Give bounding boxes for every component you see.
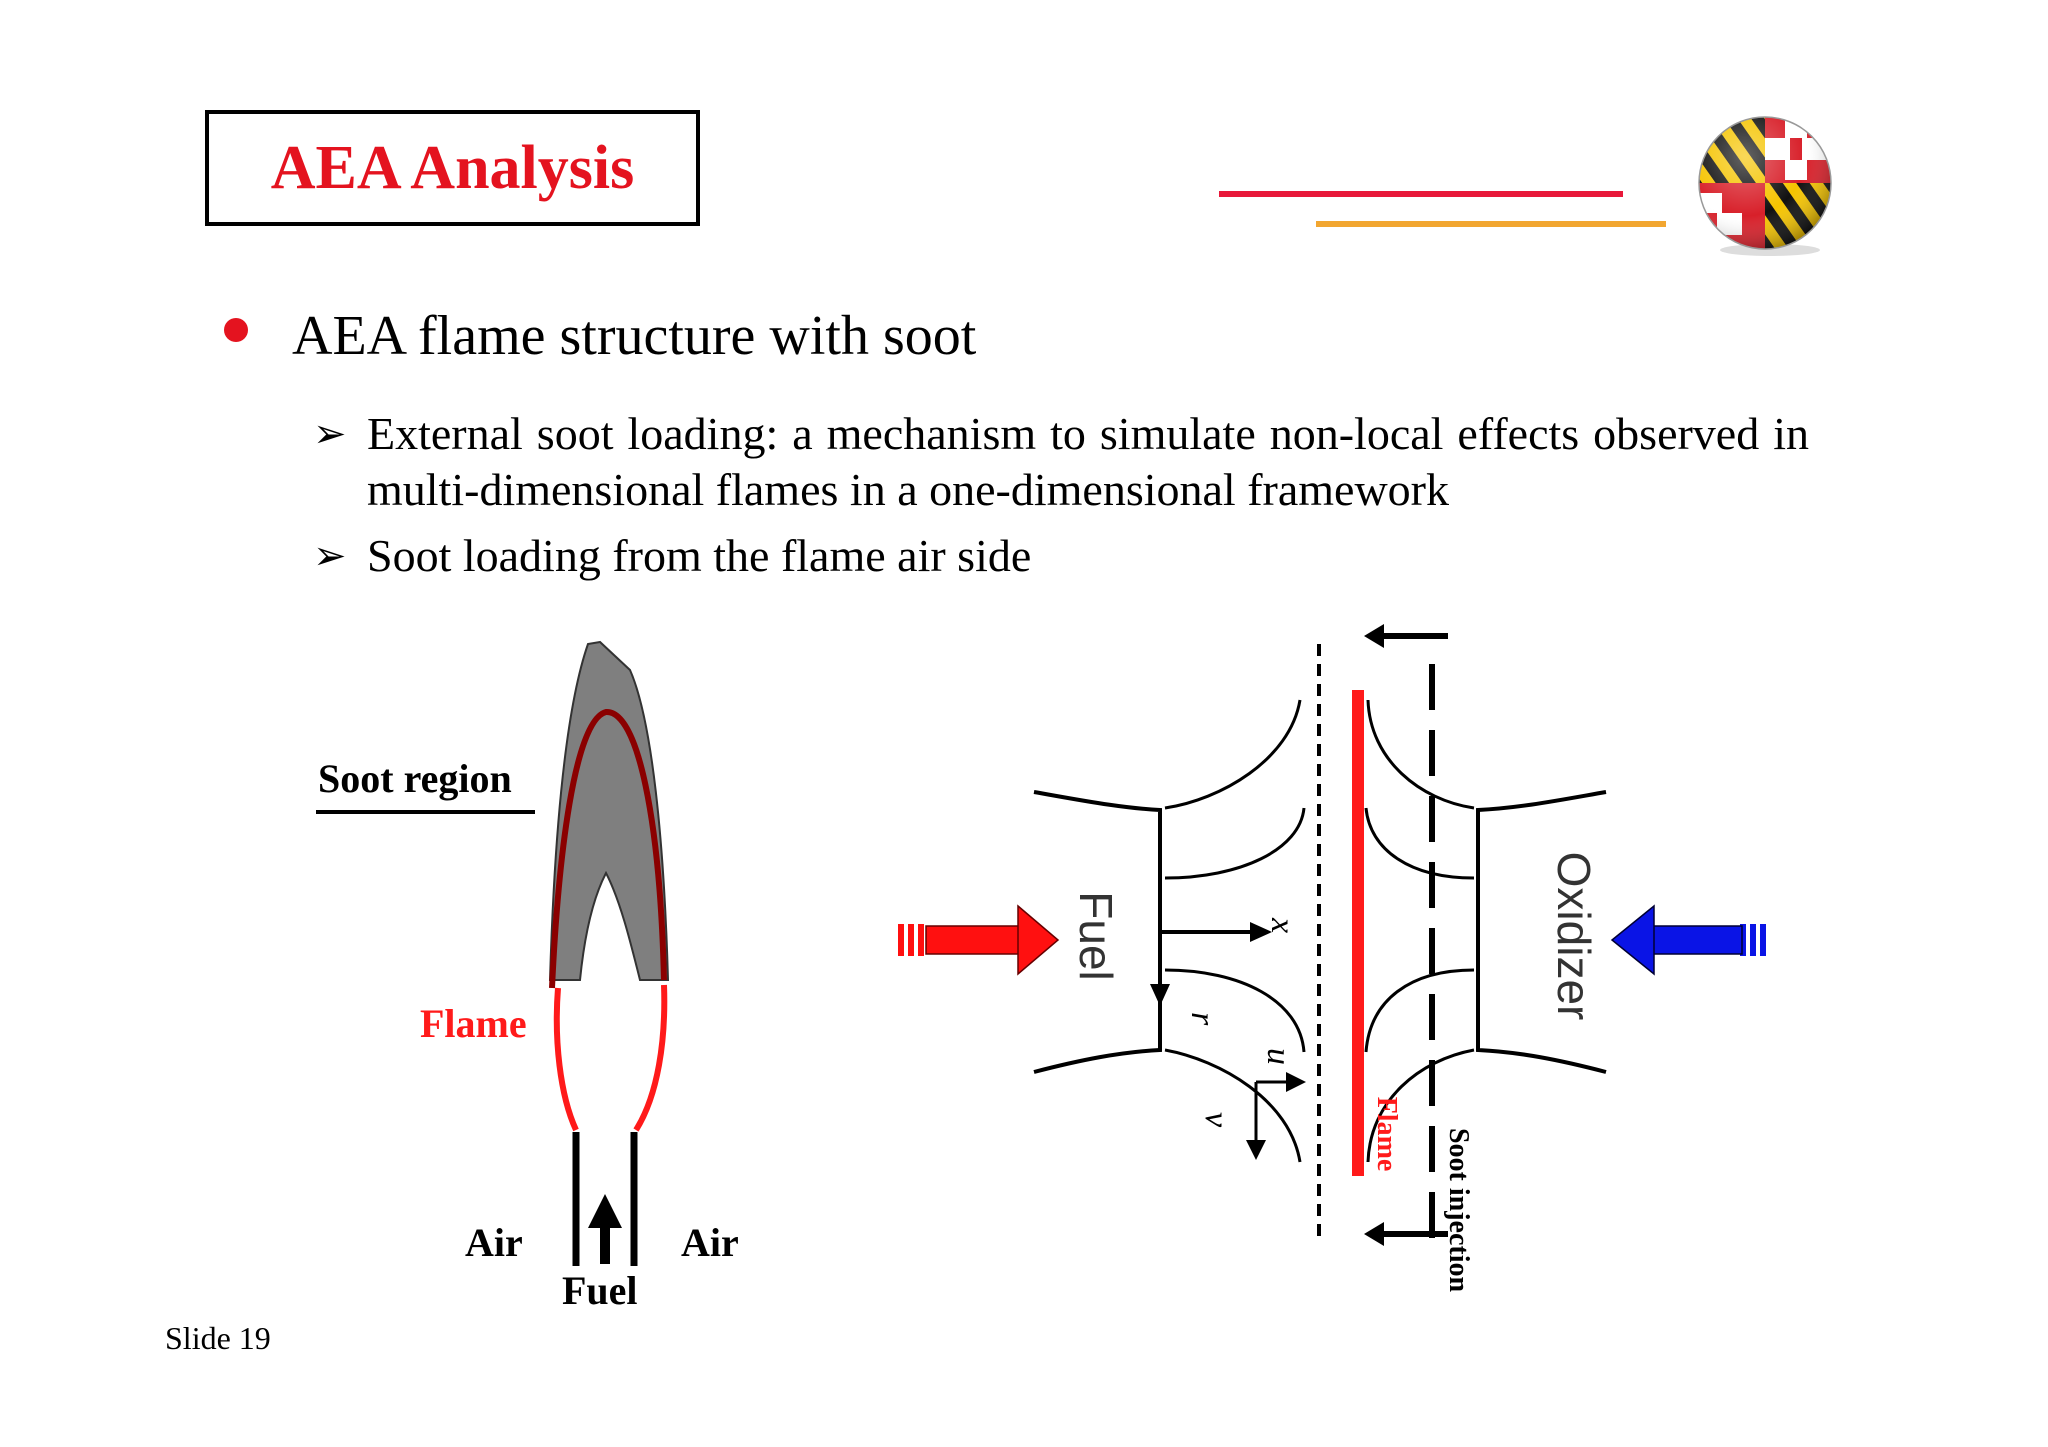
fuel-flow-arrowhead	[588, 1194, 622, 1228]
main-bullet-text: AEA flame structure with soot	[292, 305, 977, 367]
oxidizer-label: Oxidizer	[1548, 852, 1600, 1021]
u-velocity-label: u	[1260, 1048, 1297, 1065]
bullet-dot-icon	[224, 318, 248, 342]
r-axis-label: r	[1184, 1012, 1221, 1026]
slide-number: Slide 19	[165, 1320, 271, 1356]
sub-bullet-2: Soot loading from the flame air side	[367, 530, 1032, 581]
oxidizer-inlet-arrow	[1610, 904, 1766, 976]
flame-label: Flame	[420, 1001, 527, 1046]
arrowhead-bullet-icon: ➢	[313, 533, 347, 578]
slide-title: AEA Analysis	[270, 133, 635, 202]
air-right-label: Air	[681, 1220, 739, 1265]
air-left-label: Air	[465, 1220, 523, 1265]
decorative-gold-rule	[1316, 221, 1666, 227]
flame-sheet-label: Flame	[1371, 1097, 1402, 1172]
fuel-inlet-arrow	[898, 904, 1060, 976]
university-logo-icon	[1698, 116, 1832, 256]
flame-edge-right	[633, 984, 668, 1132]
sub-bullet-1: External soot loading: a mechanism to si…	[367, 408, 1809, 515]
soot-region-label: Soot region	[318, 756, 512, 801]
soot-flame-trace	[549, 708, 667, 989]
fuel-nozzle-label: Fuel	[1070, 891, 1122, 980]
flame-sketch	[316, 640, 670, 1266]
arrowhead-bullet-icon: ➢	[313, 411, 347, 456]
soot-injection-label: Soot injection	[1443, 1128, 1474, 1293]
x-axis-label: x	[1264, 917, 1301, 933]
oxidizer-nozzle	[1476, 790, 1607, 1074]
v-velocity-label: v	[1198, 1112, 1235, 1128]
decorative-red-rule	[1219, 191, 1623, 197]
flame-edge-left	[553, 987, 579, 1132]
title-box: AEA Analysis	[205, 110, 700, 226]
fuel-label: Fuel	[562, 1268, 638, 1313]
soot-region-shape	[548, 640, 670, 981]
counterflow-diagram	[898, 624, 1766, 1246]
